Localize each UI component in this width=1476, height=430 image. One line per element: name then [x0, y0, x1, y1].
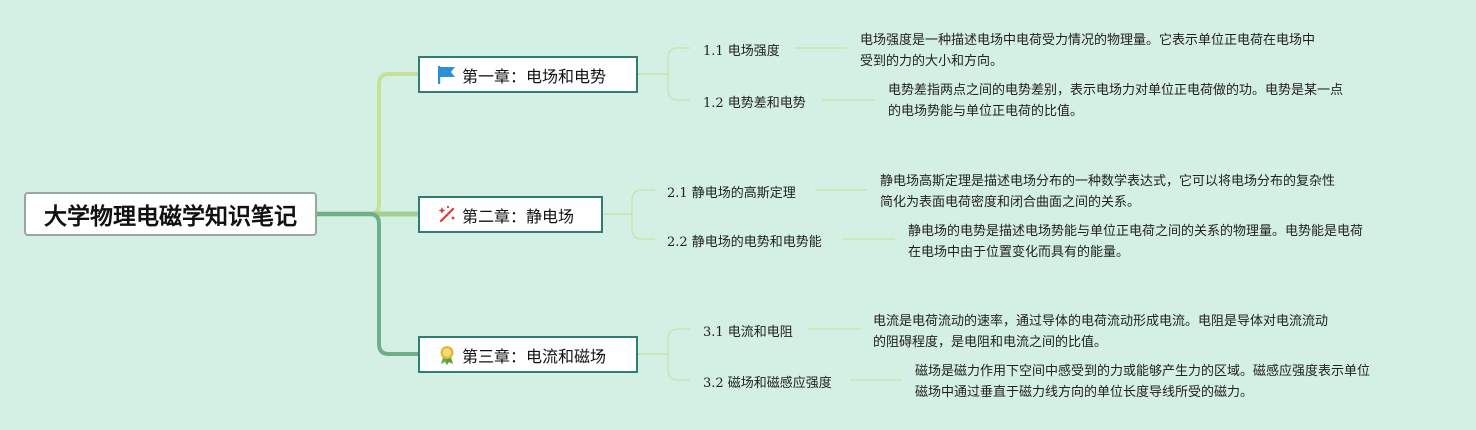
- section-connector-1-2: [638, 73, 690, 101]
- flag-icon: [436, 64, 458, 86]
- description-line: 在电场中由于位置变化而具有的能量。: [908, 245, 1130, 260]
- section-1-2-description[interactable]: 电势差指两点之间的电势差别，表示电场力对单位正电荷做的功。电势是某一点 的电场势…: [888, 80, 1343, 122]
- description-line: 静电场高斯定理是描述电场分布的一种数学表达式，它可以将电场分布的复杂性: [880, 174, 1336, 189]
- section-connector-1-1: [638, 47, 690, 75]
- chapter-3-topic[interactable]: 第三章：电流和磁场: [418, 336, 638, 373]
- root-title: 大学物理电磁学知识笔记: [44, 204, 297, 230]
- description-line: 的电场势能与单位正电荷的比值。: [888, 104, 1084, 119]
- section-1-1-title[interactable]: 1.1 电场强度: [703, 44, 780, 59]
- root-topic[interactable]: 大学物理电磁学知识笔记: [24, 192, 317, 236]
- section-2-1-description[interactable]: 静电场高斯定理是描述电场分布的一种数学表达式，它可以将电场分布的复杂性 简化为表…: [880, 171, 1335, 213]
- description-line: 磁场是磁力作用下空间中感受到的力或能够产生力的区域。磁感应强度表示单位: [915, 364, 1371, 379]
- section-3-1-description[interactable]: 电流是电荷流动的速率，通过导体的电荷流动形成电流。电阻是导体对电流流动 的阻碍程…: [873, 311, 1328, 353]
- section-connector-3-1: [638, 328, 690, 355]
- section-2-2-title[interactable]: 2.2 静电场的电势和电势能: [667, 235, 822, 250]
- description-line: 简化为表面电荷密度和闭合曲面之间的关系。: [880, 195, 1141, 210]
- description-line: 磁场中通过垂直于磁力线方向的单位长度导线所受的磁力。: [915, 385, 1254, 400]
- magic-wand-icon: [436, 204, 458, 226]
- description-line: 电势差指两点之间的电势差别，表示电场力对单位正电荷做的功。电势是某一点: [888, 83, 1344, 98]
- section-2-2-description[interactable]: 静电场的电势是描述电场势能与单位正电荷之间的关系的物理量。电势能是电荷 在电场中…: [908, 221, 1363, 263]
- section-connector-3-2: [638, 353, 690, 381]
- chapter-3-title: 第三章：电流和磁场: [462, 346, 607, 366]
- section-connector-2-2: [603, 213, 655, 240]
- branch-connector-1: [315, 72, 420, 216]
- section-1-2-title[interactable]: 1.2 电势差和电势: [703, 96, 806, 111]
- section-3-2-title[interactable]: 3.2 磁场和磁感应强度: [703, 376, 832, 391]
- description-line: 电场强度是一种描述电场中电荷受力情况的物理量。它表示单位正电荷在电场中: [860, 33, 1316, 48]
- chapter-1-topic[interactable]: 第一章：电场和电势: [418, 56, 638, 93]
- description-line: 的阻碍程度，是电阻和电流之间的比值。: [873, 335, 1108, 350]
- section-3-2-description[interactable]: 磁场是磁力作用下空间中感受到的力或能够产生力的区域。磁感应强度表示单位 磁场中通…: [915, 361, 1370, 403]
- chapter-1-title: 第一章：电场和电势: [462, 66, 607, 86]
- description-line: 静电场的电势是描述电场势能与单位正电荷之间的关系的物理量。电势能是电荷: [908, 224, 1364, 239]
- chapter-2-topic[interactable]: 第二章：静电场: [418, 196, 603, 233]
- medal-icon: [436, 344, 458, 366]
- section-3-1-title[interactable]: 3.1 电流和电阻: [703, 325, 793, 340]
- section-2-1-title[interactable]: 2.1 静电场的高斯定理: [667, 186, 796, 201]
- description-line: 电流是电荷流动的速率，通过导体的电荷流动形成电流。电阻是导体对电流流动: [873, 314, 1329, 329]
- section-connector-2-1: [603, 189, 655, 215]
- chapter-2-title: 第二章：静电场: [462, 206, 575, 226]
- branch-connector-3: [315, 212, 420, 356]
- section-1-1-description[interactable]: 电场强度是一种描述电场中电荷受力情况的物理量。它表示单位正电荷在电场中 受到的力…: [860, 30, 1315, 72]
- description-line: 受到的力的大小和方向。: [860, 54, 1004, 69]
